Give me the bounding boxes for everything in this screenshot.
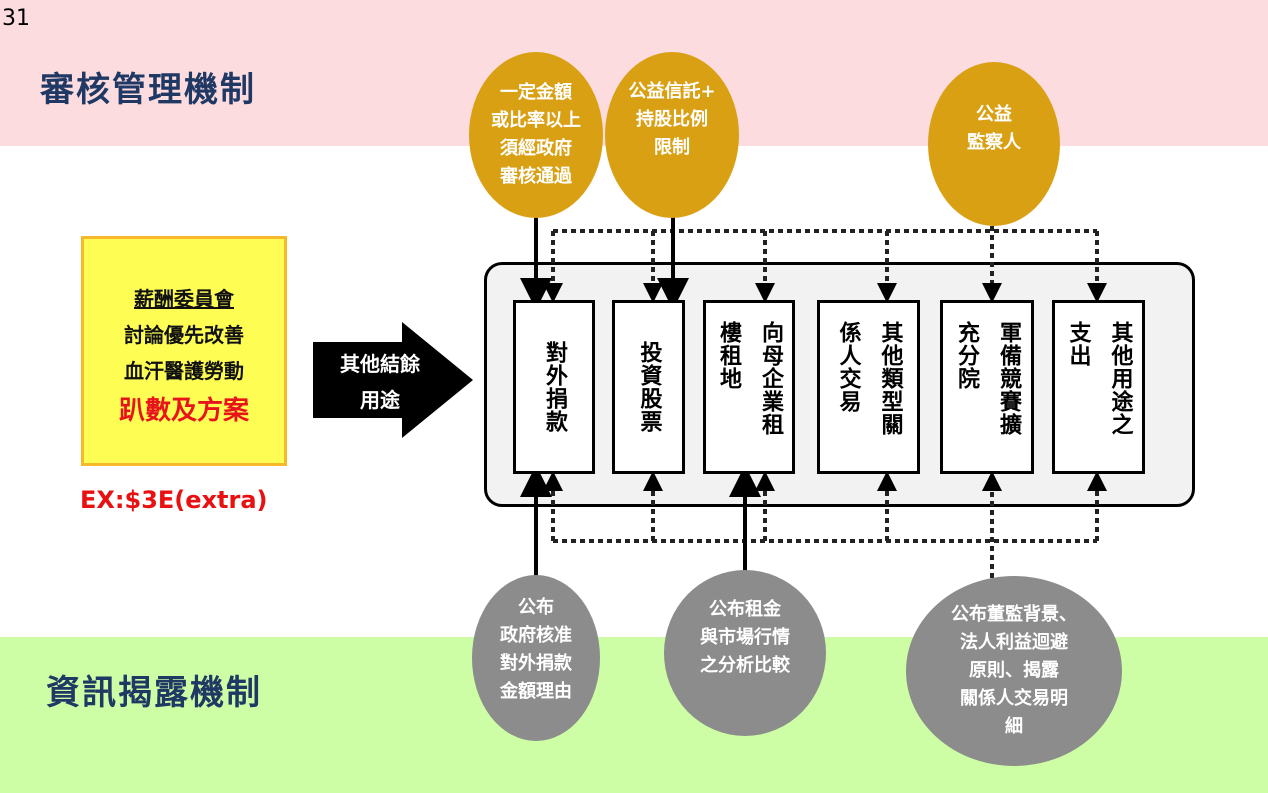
disclosure-circle-text: 公布董監背景、 法人利益迴避 原則、揭露 關係人交易明 細: [951, 604, 1077, 737]
disclosure-circle: 公布 政府核准 對外捐款 金額理由: [472, 575, 600, 741]
review-dotted-links: [543, 226, 1107, 303]
page-number: 31: [2, 6, 30, 31]
category-label: 其他用途之支出: [1065, 321, 1133, 436]
proposal-line-1: 薪酬委員會: [134, 287, 234, 311]
flow-arrow: [313, 322, 473, 438]
proposal-line-2: 討論優先改善: [124, 323, 244, 347]
category-label: 向母企業租樓租地: [716, 321, 783, 436]
disclosure-circle: 公布董監背景、 法人利益迴避 原則、揭露 關係人交易明 細: [906, 576, 1122, 766]
category-box: 對外捐款: [513, 300, 595, 474]
disclosure-circle-text: 公布租金 與市場行情 之分析比較: [700, 599, 790, 676]
proposal-box: 薪酬委員會 討論優先改善 血汗醫護勞動 趴數及方案: [81, 236, 287, 466]
review-circle-text: 公益 監察人: [967, 104, 1021, 153]
disclosure-circle-text: 公布 政府核准 對外捐款 金額理由: [500, 597, 572, 702]
disclosure-mechanism-title: 資訊揭露機制: [46, 673, 262, 713]
disclosure-solid-links: [520, 465, 761, 578]
proposal-highlight: 趴數及方案: [118, 396, 249, 426]
disclosure-circle: 公布租金 與市場行情 之分析比較: [664, 570, 826, 736]
review-circle: 公益 監察人: [928, 62, 1060, 226]
review-circle-text: 公益信託+ 持股比例 限制: [628, 81, 716, 158]
review-solid-links: [520, 215, 689, 310]
review-circle-text: 一定金額 或比率以上 須經政府 審核通過: [491, 82, 581, 187]
ex-note: EX:$3E(extra): [80, 486, 268, 514]
category-label: 對外捐款: [542, 341, 567, 433]
category-box: 投資股票: [612, 300, 685, 474]
review-circle: 一定金額 或比率以上 須經政府 審核通過: [469, 52, 603, 218]
category-label: 其他類型關係人交易: [835, 321, 903, 436]
category-box: 其他類型關係人交易: [817, 300, 920, 474]
category-label: 投資股票: [636, 341, 662, 433]
category-label: 軍備競賽擴充分院: [954, 321, 1021, 436]
review-circle: 公益信託+ 持股比例 限制: [605, 52, 739, 218]
proposal-line-3: 血汗醫護勞動: [124, 359, 244, 383]
category-box: 軍備競賽擴充分院: [940, 300, 1034, 474]
arrow-label: 其他結餘 用途: [340, 352, 420, 412]
review-mechanism-title: 審核管理機制: [40, 70, 256, 110]
category-box: 向母企業租樓租地: [703, 300, 795, 474]
category-box: 其他用途之支出: [1052, 300, 1145, 474]
